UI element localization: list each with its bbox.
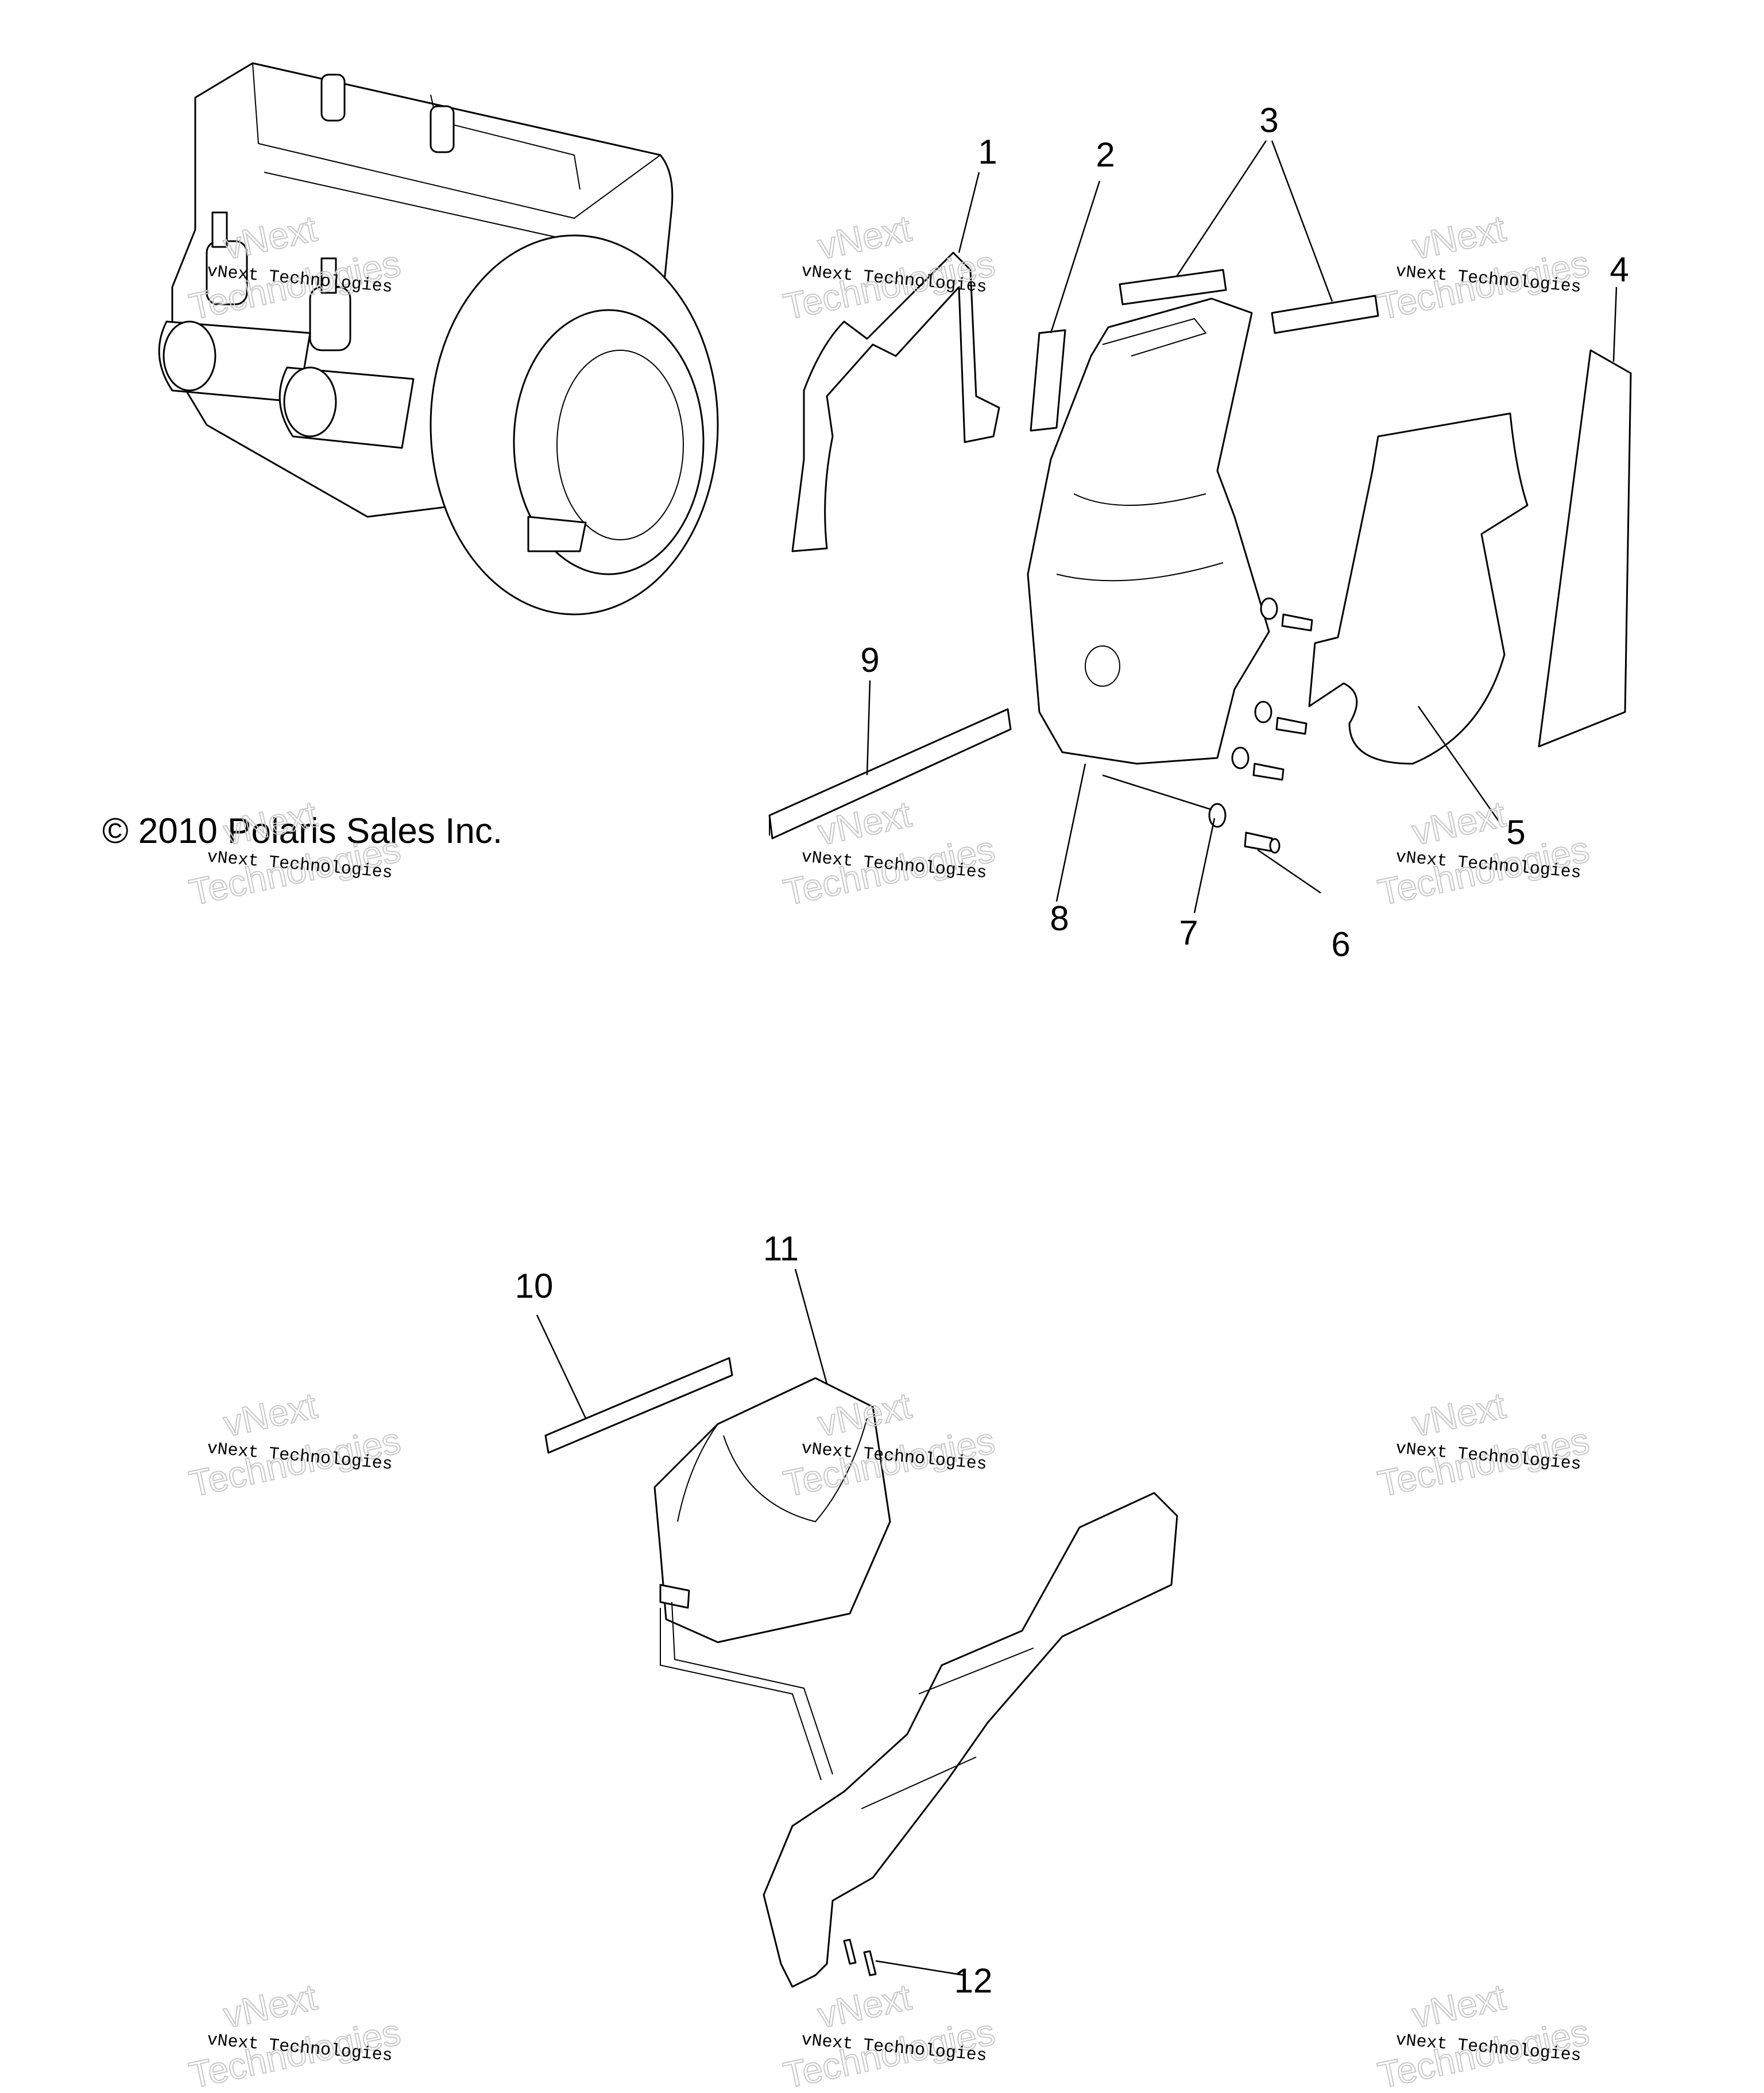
callout-1: 1 (978, 133, 997, 171)
callout-12: 12 (954, 1962, 993, 2000)
part-4-panel (1538, 349, 1632, 748)
copyright-notice: © 2010 Polaris Sales Inc. (102, 811, 502, 851)
fasteners (1208, 597, 1313, 854)
watermark-large: vNext (814, 1976, 915, 2036)
callout-6: 6 (1331, 925, 1350, 964)
callout-11: 11 (763, 1229, 799, 1268)
part-8-housing (1027, 297, 1270, 765)
callout-5: 5 (1506, 813, 1525, 852)
part-3-strip-a (1119, 269, 1227, 305)
part-1-gasket (791, 252, 1000, 552)
part-7-washer (1208, 803, 1227, 828)
part-2-pad (1030, 329, 1066, 432)
engine-assembly (158, 62, 719, 616)
watermark-large: vNext (814, 207, 915, 267)
part-5-shield (1308, 412, 1529, 765)
part-10-foam-bar (544, 1357, 733, 1454)
part-11-duct (653, 1377, 891, 1643)
part-6-screw (1244, 831, 1273, 852)
callout-3: 3 (1259, 101, 1278, 140)
watermark-large: vNext (1409, 1384, 1509, 1444)
watermark-large: vNext (220, 1976, 320, 2036)
part-9-foam-bar (768, 708, 1012, 839)
watermark-large: vNext (1409, 207, 1509, 267)
leader-lines (536, 140, 1618, 1976)
callout-7: 7 (1179, 914, 1198, 952)
callout-labels: 1 2 3 4 5 6 7 8 9 10 11 12 (515, 101, 1629, 2000)
part-3-strip-b (1271, 295, 1379, 334)
callout-2: 2 (1096, 136, 1115, 174)
callout-10: 10 (515, 1267, 554, 1305)
part-12-heat-shield (660, 1492, 1178, 1988)
watermark-large: vNext (220, 1384, 320, 1444)
callout-4: 4 (1610, 250, 1628, 289)
callout-9: 9 (860, 641, 879, 679)
callout-8: 8 (1050, 899, 1069, 938)
watermark-large: vNext (1409, 793, 1509, 853)
watermark-large: vNext (1409, 1976, 1509, 2036)
